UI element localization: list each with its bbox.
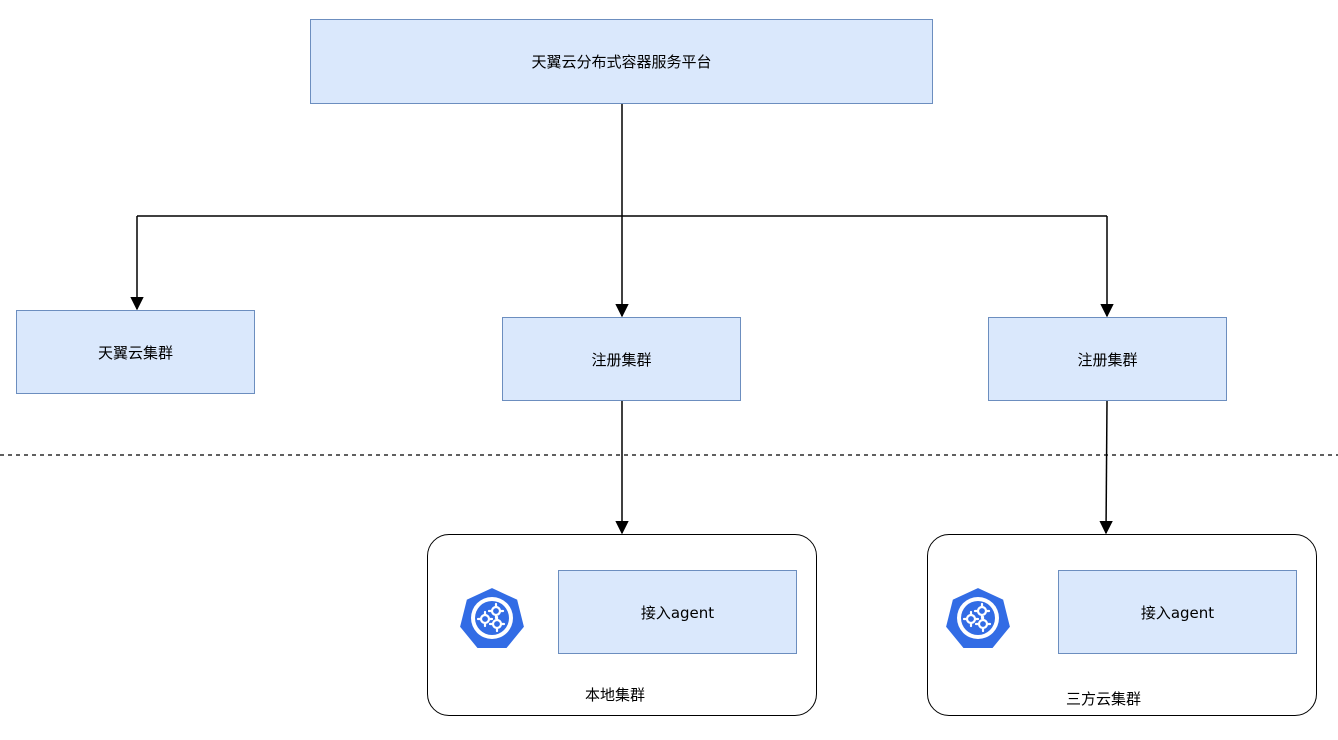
third-party-cluster-label: 三方云集群 xyxy=(1066,690,1142,708)
registered-cluster-label-1: 注册集群 xyxy=(591,350,652,369)
registered-cluster-label-2: 注册集群 xyxy=(1077,350,1138,369)
tianyi-cluster-node[interactable]: 天翼云集群 xyxy=(16,310,255,394)
kubernetes-icon xyxy=(944,586,1012,650)
tianyi-cluster-label: 天翼云集群 xyxy=(97,343,173,362)
kubernetes-icon xyxy=(458,586,526,650)
agent-node-1[interactable]: 接入agent xyxy=(558,570,797,654)
local-cluster-label: 本地集群 xyxy=(585,686,646,704)
agent-label-1: 接入agent xyxy=(640,603,715,622)
registered-cluster-node-1[interactable]: 注册集群 xyxy=(502,317,741,401)
agent-label-2: 接入agent xyxy=(1140,603,1215,622)
agent-node-2[interactable]: 接入agent xyxy=(1058,570,1297,654)
platform-node[interactable]: 天翼云分布式容器服务平台 xyxy=(310,19,933,104)
registered-cluster-node-2[interactable]: 注册集群 xyxy=(988,317,1227,401)
platform-label: 天翼云分布式容器服务平台 xyxy=(531,53,712,71)
arrow-to-third-party-cluster xyxy=(1099,400,1113,535)
